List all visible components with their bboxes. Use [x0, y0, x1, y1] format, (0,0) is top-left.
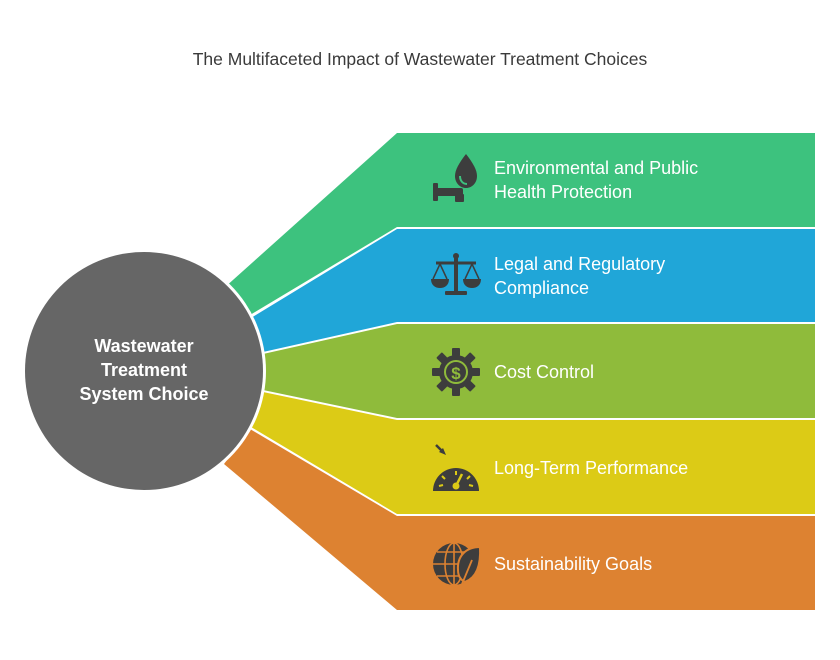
branch-label-performance: Long-Term Performance	[494, 458, 689, 478]
branch-label-cost: Cost Control	[494, 362, 595, 382]
branch-label-sustainability: Sustainability Goals	[494, 554, 653, 574]
scales-icon	[431, 253, 481, 295]
branch-band-environmental	[224, 133, 815, 315]
branch-label-environmental: Environmental and Public Health Protecti…	[494, 158, 699, 202]
dollar-gear-icon: $	[432, 348, 480, 396]
svg-text:$: $	[451, 364, 461, 383]
hub-label: Wastewater Treatment System Choice	[79, 336, 209, 404]
diagram-title: The Multifaceted Impact of Wastewater Tr…	[192, 49, 648, 69]
branch-band-legal	[251, 229, 815, 352]
branch-label-legal: Legal and Regulatory Compliance	[494, 254, 666, 298]
branch-band-cost	[263, 324, 815, 418]
hub-circle-fill	[25, 252, 263, 490]
gauge-icon	[433, 444, 479, 491]
branch-band-sustainability	[224, 429, 815, 610]
branch-band-performance	[251, 392, 815, 514]
water-tap-drop-icon	[433, 154, 477, 202]
globe-leaf-icon	[433, 542, 482, 586]
